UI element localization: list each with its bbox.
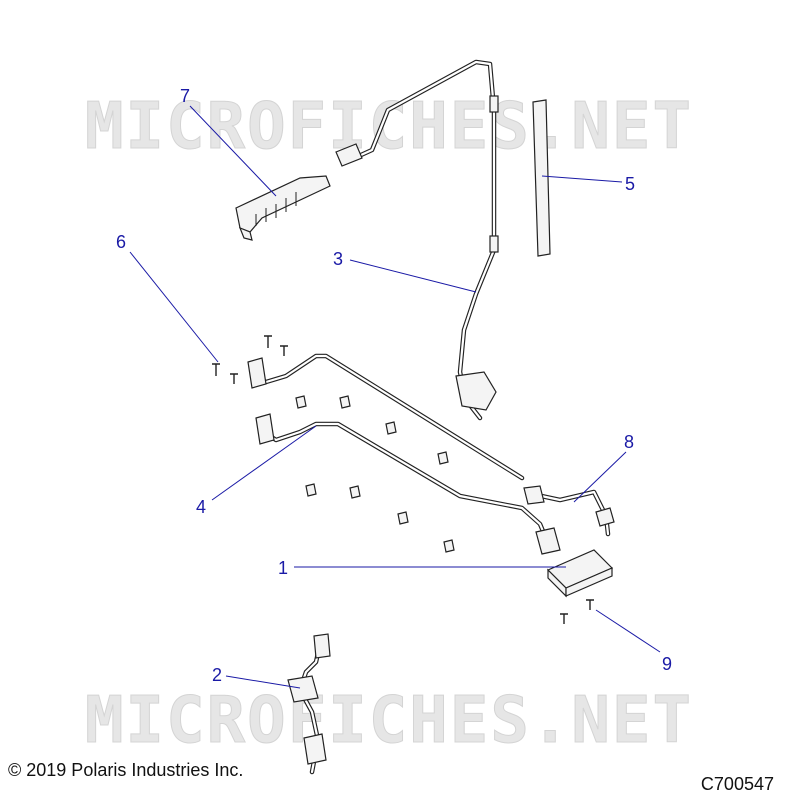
callout-5: 5 (625, 174, 635, 194)
drawing-code: C700547 (700, 774, 774, 794)
callout-7: 7 (180, 86, 190, 106)
part-1-module[interactable] (546, 549, 614, 598)
part-3-harness[interactable] (335, 59, 499, 421)
retainer-clips (295, 395, 455, 553)
part-4-harness-upper[interactable] (247, 353, 525, 481)
watermark-bottom: MICROFICHES.NET (85, 684, 693, 758)
callout-8: 8 (624, 432, 634, 452)
callout-3: 3 (333, 249, 343, 269)
part-8-jumper-harness[interactable] (523, 485, 615, 537)
callout-9: 9 (662, 654, 672, 674)
part-7-connector-block[interactable] (235, 175, 331, 241)
part-5-strip[interactable] (532, 99, 551, 257)
part-4-harness-lower[interactable] (255, 413, 561, 555)
callout-4: 4 (196, 497, 206, 517)
part-6-screws[interactable] (212, 335, 288, 384)
callout-2: 2 (212, 665, 222, 685)
part-2-sensor-harness[interactable] (287, 633, 331, 775)
copyright-notice: © 2019 Polaris Industries Inc. (8, 760, 244, 780)
callout-6: 6 (116, 232, 126, 252)
watermark-top: MICROFICHES.NET (85, 90, 693, 164)
part-9-screws[interactable] (560, 599, 594, 624)
callout-1: 1 (278, 558, 288, 578)
leader-lines (129, 105, 661, 689)
